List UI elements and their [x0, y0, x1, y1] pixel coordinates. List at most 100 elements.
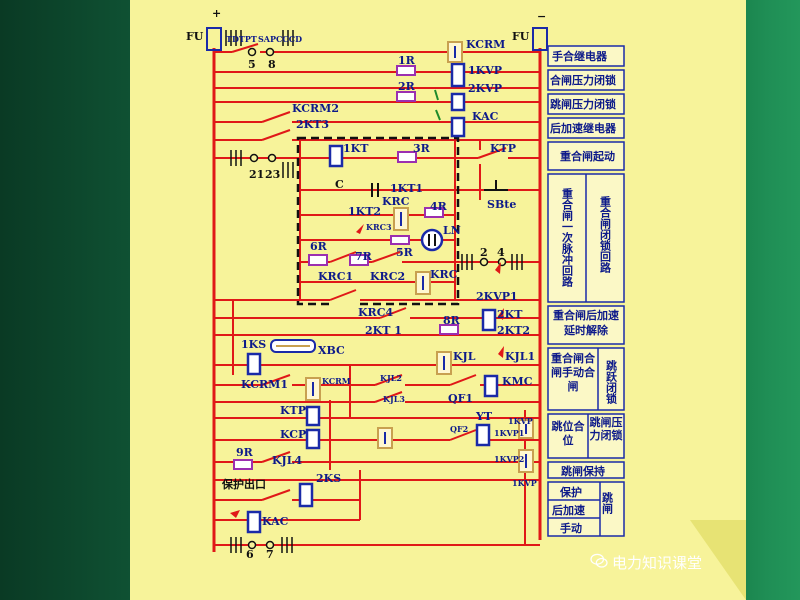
table-row-5: 重合闸起动 — [560, 149, 615, 163]
table-row-9a-wrap: 跳位合位 — [551, 420, 585, 447]
contacts — [231, 43, 508, 506]
label-sbte: SBte — [487, 198, 516, 211]
wechat-icon — [590, 553, 608, 568]
label-4r: 4R — [430, 200, 448, 213]
label-n8: 8 — [268, 58, 276, 71]
page-fold — [690, 520, 746, 600]
label-pcccd: PCCCD — [270, 34, 302, 44]
sbte-button-icon — [484, 180, 508, 191]
table-row-8a-wrap: 重合闸合闸手动合闸 — [551, 352, 595, 393]
table-row-11a: 保护 — [559, 485, 582, 499]
red-arrows — [230, 224, 504, 518]
table-row-8b: 跳跃闭锁 — [605, 359, 618, 405]
table-row-2: 合闸压力闭锁 — [550, 73, 616, 87]
label-n21: 21 — [249, 168, 264, 181]
green-marks — [434, 89, 441, 121]
label-1kvp-c: 1KVP — [512, 478, 537, 488]
label-kjl: KJL — [453, 350, 476, 363]
label-kjl1: KJL1 — [505, 350, 535, 363]
neon-lamp-icon — [420, 228, 444, 252]
label-1ks: 1KS — [241, 338, 266, 351]
label-kcrm-top: KCRM — [466, 38, 505, 51]
label-kac-bot: KAC — [262, 515, 289, 528]
label-kjl3: KJL3 — [383, 394, 405, 404]
label-qf1: QF1 — [448, 392, 473, 405]
label-krc1: KRC1 — [318, 270, 353, 283]
label-krc: KRC — [382, 195, 410, 208]
label-tdtpt: TDTPT — [226, 34, 257, 44]
label-krc-b: KRC — [430, 268, 458, 281]
table-row-11c: 手动 — [560, 521, 582, 535]
label-krc3: KRC3 — [366, 222, 392, 232]
label-kjl2: KJL2 — [380, 373, 402, 383]
label-1kvp1: 1KVP1 — [494, 428, 524, 438]
xbc-element-icon — [270, 339, 316, 353]
label-2kt: 2KT — [497, 308, 523, 321]
label-1kt: 1KT — [343, 142, 369, 155]
label-kjl4: KJL4 — [272, 454, 302, 467]
label-2kvp1: 2KVP1 — [476, 290, 518, 303]
table-row-9a: 跳位合位 — [551, 420, 585, 447]
label-kmc: KMC — [502, 375, 533, 388]
label-kcrm-mid: KCRM — [322, 376, 351, 386]
table-row-11d: 跳闸 — [601, 491, 614, 515]
table-row-9b: 跳闸压力闭锁 — [589, 416, 623, 442]
label-1kvp: 1KVP — [468, 64, 502, 77]
table-row-6b: 重合闸闭锁回路 — [599, 195, 612, 274]
label-n23: 23 — [265, 168, 280, 181]
label-1kvp-b: 1KVP — [508, 416, 533, 426]
relay-inner-bars — [312, 46, 527, 468]
table-row-8a: 重合闸合闸手动合闸 — [551, 352, 595, 393]
label-1kt2: 1KT2 — [348, 205, 381, 218]
label-2kt1: 2KT 1 — [365, 324, 402, 337]
label-7r: 7R — [355, 250, 373, 263]
label-yt: YT — [475, 410, 493, 423]
resistors — [233, 65, 459, 470]
label-1kt1: 1KT1 — [390, 182, 423, 195]
label-ktp-top: KTP — [490, 142, 516, 155]
label-kcp: KCP — [280, 428, 306, 441]
label-2ks: 2KS — [316, 472, 341, 485]
fu-right-label: FU — [512, 30, 530, 43]
table-row-4: 后加速继电器 — [550, 121, 617, 135]
reclose-dashed-box — [296, 136, 460, 306]
watermark: 电力知识课堂 — [612, 554, 703, 572]
label-protect-out: 保护出口 — [221, 477, 266, 491]
label-1kvp2: 1KVP2 — [494, 454, 524, 464]
label-kcrm1: KCRM1 — [241, 378, 288, 391]
label-ln: LN — [443, 224, 461, 237]
label-krc2: KRC2 — [370, 270, 405, 283]
table-row-7: 重合闸后加速延时解除 — [553, 309, 619, 337]
table-row-3: 跳闸压力闭锁 — [550, 97, 616, 111]
label-2kt3: 2KT3 — [296, 118, 329, 131]
label-c: C — [335, 178, 344, 191]
table-row-6a: 重合闸一次脉冲回路 — [561, 187, 575, 288]
plus-sign: + — [212, 7, 221, 20]
label-n6: 6 — [246, 548, 254, 561]
label-r1: 1R — [398, 54, 416, 67]
label-2kvp: 2KVP — [468, 82, 502, 95]
label-krc4: KRC4 — [358, 306, 393, 319]
label-r2: 2R — [398, 80, 416, 93]
label-qf2: QF2 — [450, 424, 468, 434]
fuse-left-icon — [206, 27, 222, 51]
capacitor-c-icon — [371, 183, 379, 197]
switch-terminals — [247, 47, 507, 550]
label-5r: 5R — [396, 246, 414, 259]
label-kac-top: KAC — [472, 110, 499, 123]
label-xbc: XBC — [318, 344, 345, 357]
fu-left-label: FU — [186, 30, 204, 43]
table-row-1: 手合继电器 — [552, 49, 608, 63]
relay-coils — [246, 62, 499, 534]
function-table — [547, 45, 625, 537]
table-row-9b-wrap: 跳闸压力闭锁 — [589, 416, 623, 442]
label-ktp-mid: KTP — [280, 404, 306, 417]
label-9r: 9R — [236, 446, 254, 459]
switch-ticks — [225, 30, 523, 553]
label-n7: 7 — [266, 548, 274, 561]
label-n4: 4 — [497, 246, 505, 259]
left-background — [0, 0, 130, 600]
minus-sign: − — [537, 10, 546, 23]
